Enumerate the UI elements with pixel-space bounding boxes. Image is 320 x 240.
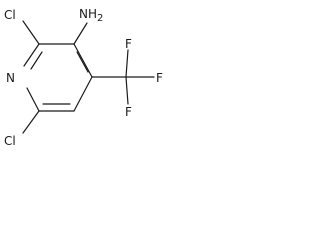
atom-nh2: NH2 xyxy=(79,7,103,24)
bond-c4-c5 xyxy=(73,76,93,112)
bond-c6-cl xyxy=(22,110,40,134)
bond-n-c2-inner xyxy=(30,51,43,70)
atom-f-right: F xyxy=(156,71,163,85)
bond-c3-c4 xyxy=(73,43,93,78)
atom-cl-bottom: Cl xyxy=(4,134,16,148)
bond-cf3-f-top xyxy=(125,49,129,78)
atom-f-bottom: F xyxy=(125,105,132,119)
bond-c3-n xyxy=(73,22,88,45)
molecule-structure: Cl NH2 F F N F Cl xyxy=(4,7,163,148)
atom-nh2-subscript: 2 xyxy=(97,13,103,24)
bond-n-c2 xyxy=(23,43,40,67)
bond-c6-n xyxy=(26,87,40,112)
bond-c3-c4-inner xyxy=(76,51,89,73)
atom-cl-top: Cl xyxy=(4,8,16,22)
atom-f-top: F xyxy=(125,37,132,51)
bond-cf3-f-bottom xyxy=(125,76,129,105)
bond-c2-cl xyxy=(22,20,40,45)
atom-n-ring: N xyxy=(6,71,15,85)
atom-nh2-symbol: NH xyxy=(79,7,97,21)
